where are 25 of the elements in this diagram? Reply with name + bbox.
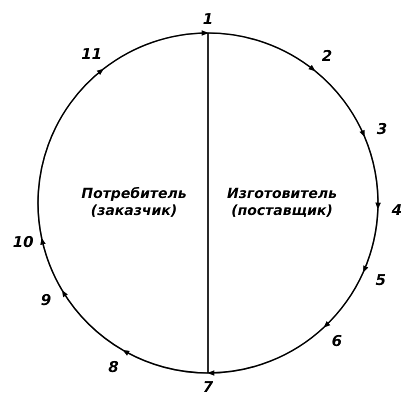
point-number: 6 [332,333,342,350]
point-number: 2 [322,48,332,64]
point-number: 4 [392,202,402,218]
point-number: 5 [375,272,386,288]
arc-arrow [364,136,381,210]
point-number: 10 [12,234,34,250]
arc-arrow [362,208,379,273]
arc-arrow [37,68,104,238]
point-number: 1 [202,11,214,27]
point-number: 7 [202,379,214,395]
point-number: 11 [81,46,102,62]
diameter-line [207,33,209,373]
party-label: Потребитель (заказчик) [80,186,188,220]
arc-arrow [122,350,208,374]
point-number: 8 [108,358,119,375]
arc-arrow [314,70,366,138]
party-label: Изготовитель (поставщик) [226,186,338,220]
point-number: 3 [376,121,388,138]
point-number: 9 [40,292,52,308]
arc-arrow [102,30,209,70]
arc-arrow [62,290,124,351]
arc-arrow [207,326,324,376]
arc-arrow [323,272,364,328]
arc-arrow [208,32,316,72]
arc-arrow [40,238,63,291]
